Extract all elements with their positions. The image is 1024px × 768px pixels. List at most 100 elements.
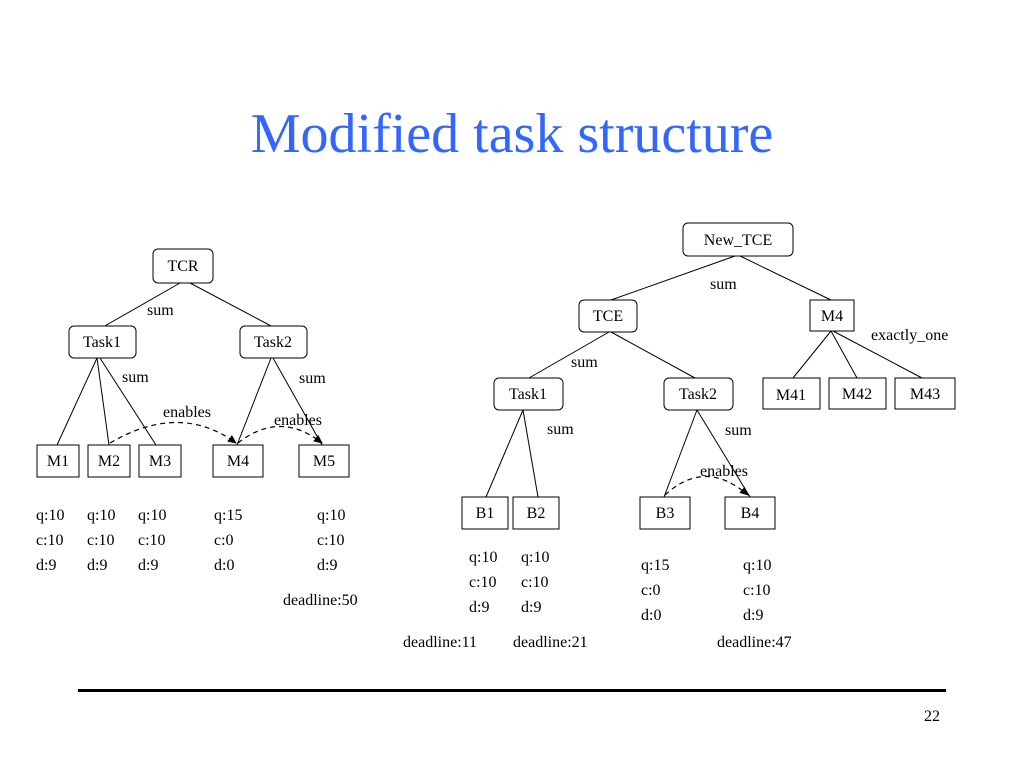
svg-text:q:10: q:10 <box>743 557 771 574</box>
attrs-b2: q:10 c:10 d:9 <box>521 549 549 616</box>
label-new-tce-sum: sum <box>710 276 737 293</box>
attrs-b3: q:15 c:0 d:0 <box>641 557 669 624</box>
svg-text:d:9: d:9 <box>469 599 489 616</box>
svg-text:c:10: c:10 <box>36 532 64 549</box>
attrs-m2: q:10 c:10 d:9 <box>87 507 115 574</box>
edge-task1-m1 <box>56 357 98 446</box>
svg-text:B1: B1 <box>476 505 495 522</box>
svg-text:B4: B4 <box>741 505 760 522</box>
enables-arrow-m2-m4 <box>109 421 237 444</box>
svg-text:c:10: c:10 <box>521 574 549 591</box>
node-m2: M2 <box>87 444 131 478</box>
node-m4-right: M4 <box>809 299 855 332</box>
svg-text:Task1: Task1 <box>509 386 547 403</box>
label-tce-sum: sum <box>571 354 598 371</box>
edge-tce-task1 <box>528 331 610 379</box>
svg-text:New_TCE: New_TCE <box>704 232 772 249</box>
svg-text:d:9: d:9 <box>521 599 541 616</box>
svg-text:d:9: d:9 <box>317 557 337 574</box>
label-enables-m4-m5: enables <box>274 412 322 429</box>
svg-text:Task1: Task1 <box>83 334 121 351</box>
attrs-m4-left: q:15 c:0 d:0 <box>214 507 242 574</box>
attrs-m3: q:10 c:10 d:9 <box>138 507 166 574</box>
svg-text:TCR: TCR <box>167 258 198 275</box>
label-enables-m2-m4: enables <box>163 404 211 421</box>
deadline-b2: deadline:21 <box>513 634 588 651</box>
svg-text:M4: M4 <box>227 453 249 470</box>
svg-text:TCE: TCE <box>593 308 623 325</box>
svg-text:M4: M4 <box>821 308 843 325</box>
svg-text:c:10: c:10 <box>317 532 345 549</box>
svg-text:c:10: c:10 <box>138 532 166 549</box>
edge-newtce-m4 <box>739 255 832 301</box>
svg-text:d:0: d:0 <box>641 607 661 624</box>
deadline-b1: deadline:11 <box>403 634 477 651</box>
svg-text:M1: M1 <box>47 453 69 470</box>
svg-text:q:10: q:10 <box>521 549 549 566</box>
left-tree-edges <box>56 282 323 446</box>
footer-rule <box>78 689 946 692</box>
edge-task2-b3 <box>663 409 698 498</box>
enables-arrow-m4-m5 <box>237 425 323 444</box>
node-b2: B2 <box>512 496 560 530</box>
label-tcr-sum: sum <box>147 302 174 319</box>
label-task2-right-sum: sum <box>725 422 752 439</box>
svg-text:q:10: q:10 <box>317 507 345 524</box>
svg-text:q:15: q:15 <box>214 507 242 524</box>
svg-text:c:0: c:0 <box>641 582 661 599</box>
edge-tcr-task2 <box>189 282 274 328</box>
edge-task2-m5 <box>272 357 323 446</box>
svg-text:c:10: c:10 <box>469 574 497 591</box>
svg-text:Task2: Task2 <box>679 386 717 403</box>
attrs-b1: q:10 c:10 d:9 <box>469 549 497 616</box>
node-m5: M5 <box>298 444 350 478</box>
node-tce: TCE <box>578 299 638 333</box>
svg-text:B2: B2 <box>527 505 546 522</box>
svg-text:M3: M3 <box>149 453 171 470</box>
enables-arrow-b3-b4 <box>664 476 749 496</box>
node-m41: M41 <box>762 377 821 410</box>
svg-text:d:9: d:9 <box>138 557 158 574</box>
node-b4: B4 <box>724 496 776 530</box>
edge-task1-m2 <box>96 357 110 446</box>
label-task1-right-sum: sum <box>547 421 574 438</box>
node-b1: B1 <box>461 496 509 530</box>
right-tree-edges <box>485 255 923 498</box>
svg-text:M5: M5 <box>313 453 335 470</box>
svg-text:q:15: q:15 <box>641 557 669 574</box>
svg-text:q:10: q:10 <box>87 507 115 524</box>
edge-task2-b4 <box>696 409 751 498</box>
label-m4-exactly-one: exactly_one <box>871 327 948 344</box>
node-new-tce: New_TCE <box>682 222 794 257</box>
svg-text:d:9: d:9 <box>36 557 56 574</box>
svg-text:M43: M43 <box>910 386 940 403</box>
edge-m4-m41 <box>792 330 832 379</box>
svg-text:Task2: Task2 <box>254 334 292 351</box>
node-m42: M42 <box>828 377 887 410</box>
svg-text:c:10: c:10 <box>87 532 115 549</box>
node-task2-left: Task2 <box>239 325 308 359</box>
svg-text:B3: B3 <box>656 505 675 522</box>
svg-text:c:10: c:10 <box>743 582 771 599</box>
node-tcr: TCR <box>152 248 214 284</box>
svg-text:d:0: d:0 <box>214 557 234 574</box>
svg-text:c:0: c:0 <box>214 532 234 549</box>
edge-newtce-tce <box>610 255 736 301</box>
deadline-left-tree: deadline:50 <box>283 592 358 609</box>
edge-task2-m4 <box>236 357 272 446</box>
node-m43: M43 <box>894 377 956 410</box>
attrs-m1: q:10 c:10 d:9 <box>36 507 64 574</box>
edge-task1-m3 <box>99 357 157 446</box>
svg-text:d:9: d:9 <box>87 557 107 574</box>
svg-text:d:9: d:9 <box>743 607 763 624</box>
svg-text:M42: M42 <box>842 386 872 403</box>
svg-text:q:10: q:10 <box>138 507 166 524</box>
node-m1: M1 <box>36 444 80 478</box>
node-m3: M3 <box>138 444 182 478</box>
slide-title: Modified task structure <box>250 103 774 165</box>
svg-text:M2: M2 <box>98 453 120 470</box>
attrs-b4: q:10 c:10 d:9 <box>743 557 771 624</box>
page-number: 22 <box>924 708 940 725</box>
attrs-m5: q:10 c:10 d:9 <box>317 507 345 574</box>
edge-task1-b1 <box>485 409 524 498</box>
